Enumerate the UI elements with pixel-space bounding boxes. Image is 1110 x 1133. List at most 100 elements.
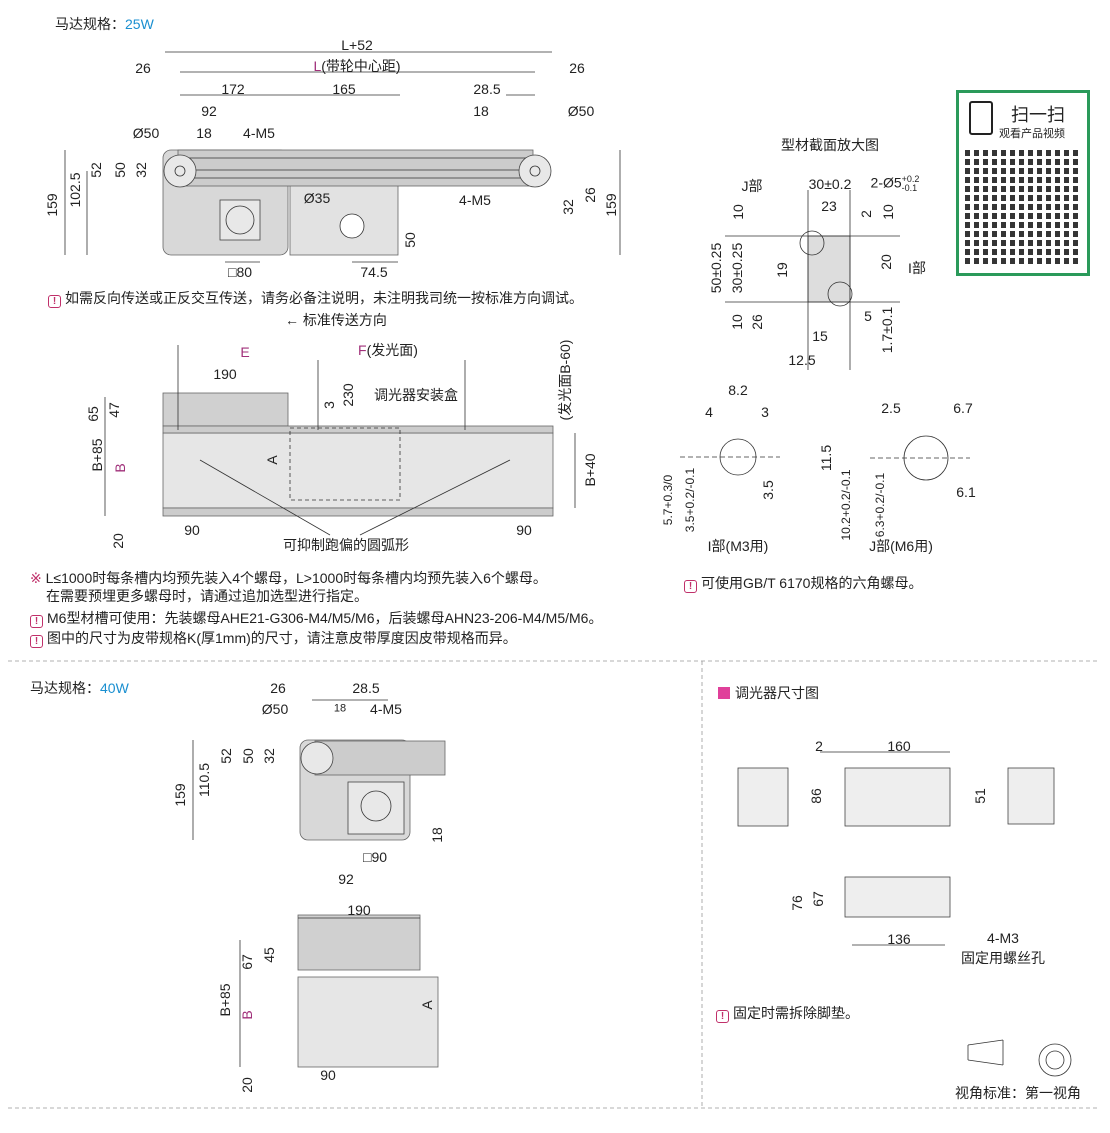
light-face-label: (发光面B-60) — [557, 339, 573, 421]
warning-icon: ! — [30, 615, 43, 628]
dim-label: 15 — [812, 328, 828, 344]
dim-label: 67 — [810, 891, 826, 907]
hole-dim-label: 2-Ø5+0.2-0.1 — [871, 175, 920, 193]
arc-label: 可抑制跑偏的圆弧形 — [283, 537, 409, 553]
dim-label: B+85 — [217, 983, 233, 1017]
dim-label: 20 — [878, 254, 894, 270]
dim-label: 4 — [705, 404, 713, 420]
dim-label: 190 — [213, 366, 237, 382]
warning-icon: ! — [30, 635, 43, 648]
dimmer-note-text: 固定时需拆除脚垫。 — [733, 1005, 859, 1021]
front-view-40w — [239, 914, 439, 1068]
front-view — [104, 345, 576, 536]
dim-label: 12.5 — [788, 352, 816, 368]
conveying-direction: ← 标准传送方向 — [285, 311, 387, 329]
note-2: !M6型材槽可使用：先装螺母AHE21-G306-M4/M5/M6，后装螺母AH… — [30, 609, 602, 628]
motor-spec-label: 马达规格： — [55, 16, 125, 32]
center-distance-label: L(带轮中心距) — [313, 59, 400, 73]
dim-label: 160 — [887, 738, 911, 754]
dimmer-box-label: 调光器安装盒 — [374, 387, 458, 403]
profile-section — [725, 190, 900, 370]
profile-title: 型材截面放大图 — [781, 137, 879, 153]
dim-label: 10 — [880, 204, 896, 220]
dim-label: 6.7 — [953, 400, 973, 416]
screw-hole-label: 固定用螺丝孔 — [961, 950, 1045, 966]
dim-label: 32 — [133, 162, 149, 178]
qr-code-card[interactable]: 扫一扫 观看产品视频 — [956, 90, 1090, 276]
dim-label: 18 — [333, 702, 347, 715]
dim-label: 32 — [560, 199, 576, 215]
i-part-label: I部 — [908, 260, 926, 276]
dim-label: 50 — [402, 232, 418, 248]
dim-label: 86 — [808, 788, 824, 804]
dim-label: 90 — [320, 1067, 336, 1083]
view-standard: 视角标准：第一视角 — [955, 1085, 1081, 1101]
dim-label: 190 — [347, 902, 371, 918]
dim-label: 45 — [261, 947, 277, 963]
dim-label: 10.2+0.2/-0.1 — [839, 469, 853, 541]
dim-label: 26 — [749, 314, 765, 330]
direction-label: 标准传送方向 — [302, 312, 387, 328]
dim-label: 110.5 — [196, 763, 212, 797]
nut-note-text: 可使用GB/T 6170规格的六角螺母。 — [701, 575, 923, 591]
dimmer-title-text: 调光器尺寸图 — [735, 685, 819, 701]
top-view-40w — [192, 699, 446, 841]
dim-label: 26 — [582, 187, 598, 203]
dim-label: 28.5 — [473, 81, 501, 97]
dim-label: 32 — [261, 748, 277, 764]
note-text: 图中的尺寸为皮带规格K(厚1mm)的尺寸，请注意皮带厚度因皮带规格而异。 — [47, 630, 517, 646]
direction-warning: !如需反向传送或正反交互传送，请务必备注说明，未注明我司统一按标准方向调试。 — [48, 289, 583, 308]
dim-label: 2.5 — [881, 400, 901, 416]
dim-label: 159 — [603, 193, 619, 217]
hole-dim: 2-Ø5 — [870, 174, 902, 191]
note-3: ! 图中的尺寸为皮带规格K(厚1mm)的尺寸，请注意皮带厚度因皮带规格而异。 — [30, 629, 517, 648]
dim-label: 2 — [815, 738, 823, 754]
nut-note: !可使用GB/T 6170规格的六角螺母。 — [684, 574, 922, 593]
dim-label: 90 — [516, 522, 532, 538]
dim-label: 3 — [321, 401, 337, 409]
dim-label: 2 — [858, 210, 874, 218]
motor-spec-label: 马达规格： — [30, 680, 100, 696]
dim-label: 4-M3 — [987, 930, 1019, 946]
l-prefix: L — [313, 58, 322, 74]
dim-label: 50±0.25 — [708, 242, 724, 294]
dim-label: 3 — [761, 404, 769, 420]
motor-spec-value: 25W — [125, 16, 154, 32]
b-label: B — [239, 1010, 255, 1020]
dim-label: L+52 — [341, 37, 373, 53]
j-part-label: J部 — [741, 178, 763, 194]
dim-label: 52 — [88, 162, 104, 178]
reference-mark: ※ — [30, 570, 42, 586]
dim-label: 18 — [196, 125, 212, 141]
dim-label: 47 — [106, 402, 122, 418]
dim-label: 159 — [172, 783, 188, 807]
dim-label: 30±0.2 — [808, 176, 852, 192]
dim-label: 8.2 — [728, 382, 748, 398]
qr-code[interactable] — [965, 148, 1081, 264]
dim-label: 4-M5 — [370, 701, 402, 717]
dim-label: Ø50 — [261, 701, 289, 717]
dim-label: 26 — [270, 680, 286, 696]
dim-label: 26 — [135, 60, 151, 76]
dim-label: 50 — [240, 748, 256, 764]
dim-label: 4-M5 — [243, 125, 275, 141]
dim-label: 3.5 — [760, 480, 776, 500]
i-part-caption: I部(M3用) — [707, 538, 769, 554]
l-label: (带轮中心距) — [321, 58, 401, 74]
f-prefix: F — [358, 342, 367, 358]
dim-label: 65 — [85, 406, 101, 422]
dim-label: B+85 — [89, 438, 105, 472]
warning-icon: ! — [48, 295, 61, 308]
dim-label: 92 — [338, 871, 354, 887]
dim-label: 159 — [44, 193, 60, 217]
qr-title: 扫一扫 — [1011, 105, 1065, 125]
dim-label: 92 — [201, 103, 217, 119]
tol-lower: -0.1 — [901, 183, 918, 193]
dim-label: B+40 — [582, 453, 598, 487]
phone-icon — [969, 101, 993, 135]
dim-label: 6.3+0.2/-0.1 — [873, 472, 887, 538]
qr-subtitle: 观看产品视频 — [999, 128, 1065, 140]
dim-label: 1.7±0.1 — [879, 306, 895, 354]
